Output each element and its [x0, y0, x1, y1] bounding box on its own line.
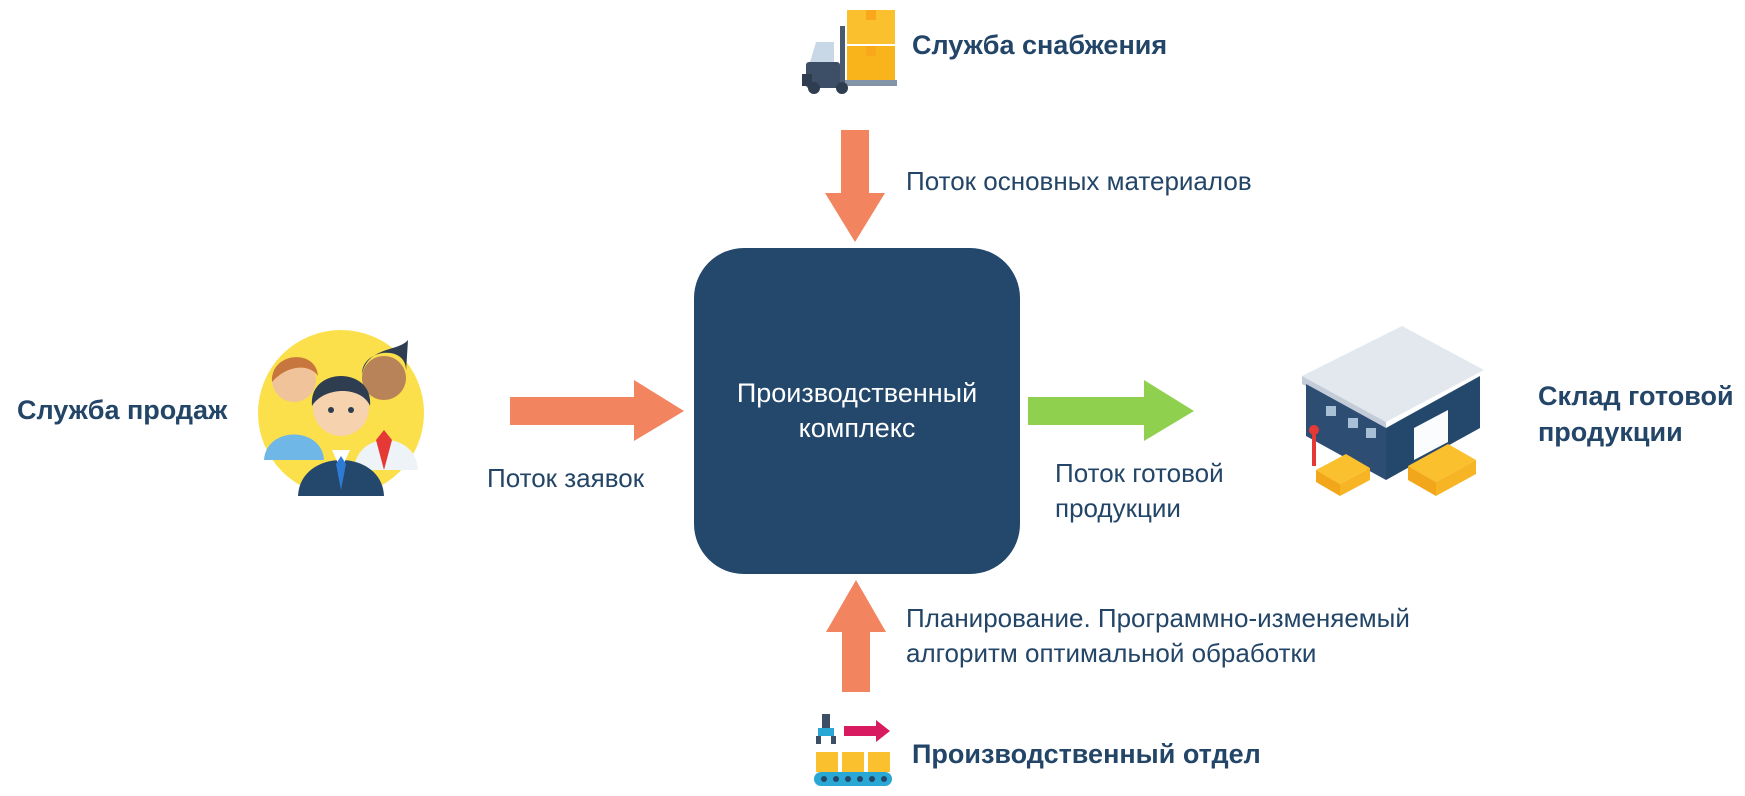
orders-arrow — [510, 380, 684, 441]
products-flow-label: Поток готовой продукции — [1055, 458, 1224, 523]
warehouse-icon — [1302, 326, 1484, 496]
production-complex-label-line1: Производственный — [736, 378, 978, 408]
forklift-icon — [802, 10, 897, 94]
supply-service-label: Служба снабжения — [912, 30, 1168, 60]
planning-arrow — [826, 580, 886, 692]
conveyor-icon — [814, 714, 892, 786]
production-complex-box: Производственный комплекс — [694, 248, 1020, 574]
warehouse-label: Склад готовой продукции — [1538, 381, 1734, 447]
sales-service-label: Служба продаж — [17, 395, 228, 425]
people-group-icon — [258, 330, 424, 496]
orders-flow-label: Поток заявок — [487, 463, 645, 493]
materials-arrow — [825, 130, 885, 242]
production-complex-label-line2: комплекс — [798, 413, 916, 443]
planning-flow-label: Планирование. Программно-изменяемый алго… — [906, 603, 1410, 668]
materials-flow-label: Поток основных материалов — [906, 166, 1252, 196]
production-dept-label: Производственный отдел — [912, 739, 1261, 769]
products-arrow — [1028, 380, 1194, 441]
